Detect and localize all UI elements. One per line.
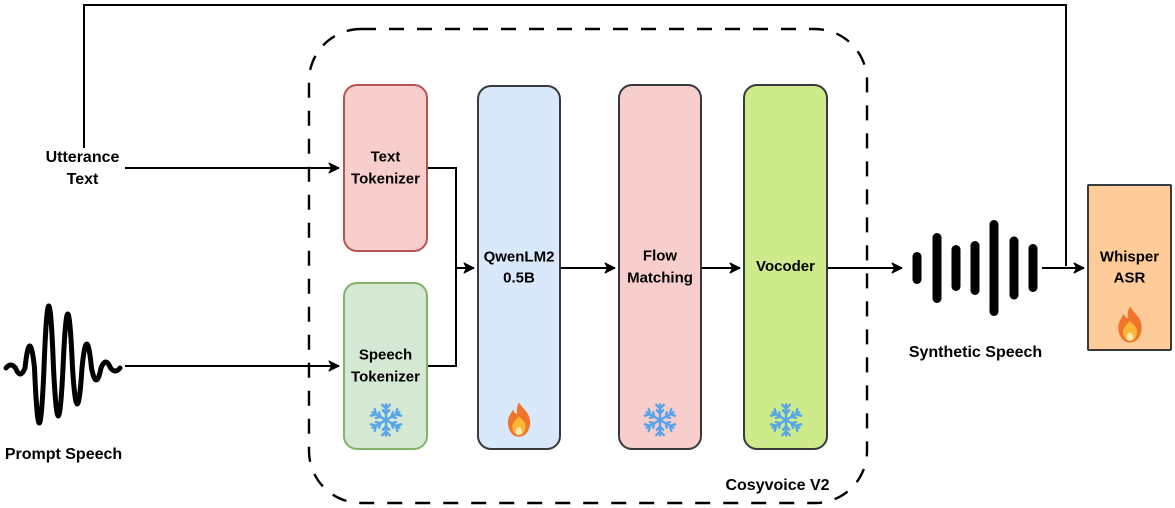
speech-tokenizer-label: Speech Tokenizer	[345, 344, 426, 388]
utterance-text-line2: Text	[66, 170, 99, 188]
utterance-text-line1: Utterance	[45, 149, 120, 166]
text-tokenizer-line1: Text	[370, 148, 401, 166]
whisper-asr-node: Whisper ASR	[1087, 184, 1172, 351]
whisper-asr-line2: ASR	[1113, 269, 1146, 287]
snowflake-icon	[642, 402, 678, 438]
prompt-speech-waveform-icon	[3, 303, 123, 426]
synthetic-speech-label: Synthetic Speech	[908, 344, 1043, 361]
qwen-lm-node: QwenLM2 0.5B	[477, 85, 561, 450]
snowflake-icon	[368, 402, 404, 438]
synthetic-speech-waveform-icon	[912, 220, 1038, 316]
flow-matching-line2: Matching	[627, 269, 693, 286]
flow-matching-line1: Flow	[642, 247, 678, 265]
whisper-asr-line1: Whisper	[1099, 247, 1160, 265]
prompt-speech-label: Prompt Speech	[4, 446, 123, 463]
utterance-text-label: Utterance Text	[30, 147, 135, 190]
qwen-lm-line2: 0.5B	[503, 269, 535, 287]
cosyvoice-dashed-container	[307, 27, 869, 505]
arrow-speech-tokenizer-to-qwen	[428, 268, 457, 367]
arrow-utterance-to-whisper-feedback-line	[83, 4, 1067, 266]
qwen-lm-label: QwenLM2 0.5B	[479, 246, 559, 290]
text-tokenizer-line2: Tokenizer	[351, 170, 420, 187]
flow-matching-node: Flow Matching	[618, 84, 702, 450]
speech-tokenizer-line1: Speech	[358, 346, 413, 364]
speech-tokenizer-node: Speech Tokenizer	[343, 282, 428, 450]
whisper-asr-label: Whisper ASR	[1089, 246, 1170, 290]
flow-matching-label: Flow Matching	[620, 245, 700, 289]
arrow-text-tokenizer-to-qwen	[428, 167, 475, 274]
text-tokenizer-node: Text Tokenizer	[343, 84, 428, 252]
snowflake-icon	[768, 402, 804, 438]
vocoder-node: Vocoder	[743, 84, 828, 450]
text-tokenizer-label: Text Tokenizer	[345, 146, 426, 190]
speech-tokenizer-line2: Tokenizer	[351, 368, 420, 385]
vocoder-line1: Vocoder	[756, 258, 815, 276]
qwen-lm-line1: QwenLM2	[483, 247, 555, 265]
fire-icon	[1109, 304, 1151, 346]
vocoder-label: Vocoder	[745, 256, 826, 278]
fire-icon	[499, 400, 539, 440]
cosyvoice-v2-label: Cosyvoice V2	[725, 477, 830, 494]
